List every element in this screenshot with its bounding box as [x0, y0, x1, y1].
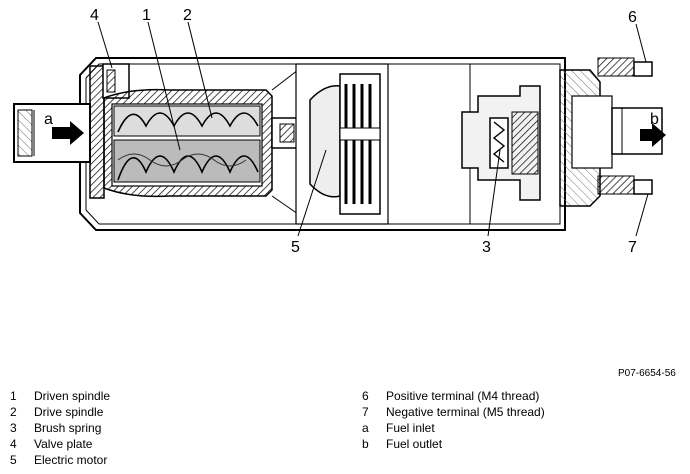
callout-b: b — [650, 111, 659, 128]
legend-item-key: 4 — [10, 437, 17, 451]
callout-6: 6 — [628, 9, 637, 26]
legend-item-label: Driven spindle — [34, 389, 111, 403]
legend-item: 1 Driven spindle — [10, 388, 310, 404]
legend-item: 4 Valve plate — [10, 436, 310, 452]
drive-spindle — [113, 105, 261, 137]
legend-item: a Fuel inlet — [362, 420, 682, 436]
legend-left: 1 Driven spindle 2 Drive spindle 3 Brush spri… — [10, 388, 310, 468]
legend-item-label: Negative terminal (M5 thread) — [386, 405, 545, 419]
leader-3 — [487, 149, 501, 237]
legend-item-label: Valve plate — [34, 437, 93, 451]
legend-item-key: 7 — [362, 405, 369, 419]
leader-lines — [97, 21, 649, 237]
callout-7: 7 — [628, 239, 637, 256]
legend-item: 6 Positive terminal (M4 thread) — [362, 388, 682, 404]
leader-7 — [635, 193, 649, 237]
legend-item: 7 Negative terminal (M5 thread) — [362, 404, 682, 420]
leader-2 — [187, 21, 213, 119]
legend-item-key: 1 — [10, 389, 17, 403]
figure-reference: P07-6654-56 — [618, 368, 676, 379]
leader-5 — [297, 149, 327, 237]
callout-1: 1 — [142, 7, 151, 24]
legend-item-key: a — [362, 421, 369, 435]
callout-a: a — [44, 111, 53, 128]
legend-item: 5 Electric motor — [10, 452, 310, 468]
callout-2: 2 — [183, 7, 192, 24]
legend-item-label: Fuel inlet — [386, 421, 435, 435]
leader-1 — [147, 21, 181, 151]
legend-item-key: 2 — [10, 405, 17, 419]
callout-3: 3 — [482, 239, 491, 256]
brush-holder — [461, 63, 561, 225]
callout-4: 4 — [90, 7, 99, 24]
legend-item-key: 3 — [10, 421, 17, 435]
electric-motor — [295, 63, 389, 225]
legend-right: 6 Positive terminal (M4 thread) 7 Negative … — [362, 388, 682, 452]
legend-item-key: 5 — [10, 453, 17, 467]
legend-item-key: b — [362, 437, 369, 451]
driven-spindle — [113, 139, 261, 183]
legend-item-label: Brush spring — [34, 421, 102, 435]
leader-6 — [635, 23, 647, 63]
legend-item-label: Electric motor — [34, 453, 108, 467]
valve-plate — [89, 63, 130, 199]
legend-item: b Fuel outlet — [362, 436, 682, 452]
callout-5: 5 — [291, 239, 300, 256]
legend-item-label: Fuel outlet — [386, 437, 443, 451]
negative-terminal — [597, 175, 653, 195]
legend-item-label: Positive terminal (M4 thread) — [386, 389, 540, 403]
fuel-outlet-arrow — [640, 123, 666, 147]
legend-item-key: 6 — [362, 389, 369, 403]
positive-terminal — [597, 57, 653, 77]
legend-item-label: Drive spindle — [34, 405, 104, 419]
fuel-pump-cross-section: 4 1 2 5 3 6 7 a b — [13, 7, 666, 256]
fuel-inlet-arrow — [52, 121, 84, 145]
leader-4 — [97, 21, 113, 69]
legend-item: 3 Brush spring — [10, 420, 310, 436]
legend-item: 2 Drive spindle — [10, 404, 310, 420]
terminal-cap — [559, 69, 613, 207]
